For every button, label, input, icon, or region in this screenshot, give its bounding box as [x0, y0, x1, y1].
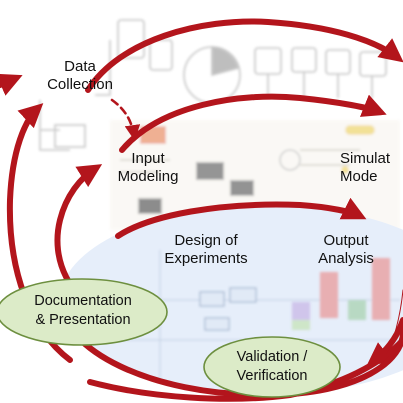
output-analysis-label: Output Analysis — [318, 232, 374, 267]
validation-verification-label: Validation / Verification — [236, 349, 308, 384]
simulation-model-label: Simulat Mode — [340, 150, 391, 185]
entry-arrow — [0, 73, 23, 96]
inner-loop-top-arrow — [115, 197, 367, 239]
dashed-flow-arrow — [110, 98, 141, 141]
documentation-pill — [0, 278, 168, 346]
data-collection-label: Data Collection — [47, 58, 113, 93]
middle-loop-right-arrow — [366, 317, 403, 367]
documentation-presentation-label: Documentation & Presentation — [34, 293, 132, 328]
validation-pill — [203, 336, 341, 398]
input-modeling-label: Input Modeling — [117, 150, 179, 185]
background-sketch — [39, 19, 387, 151]
outer-loop-top-arrow — [85, 18, 403, 93]
middle-loop-top-arrow — [119, 93, 387, 153]
design-of-experiments-label: Design of Experiments — [164, 232, 248, 267]
